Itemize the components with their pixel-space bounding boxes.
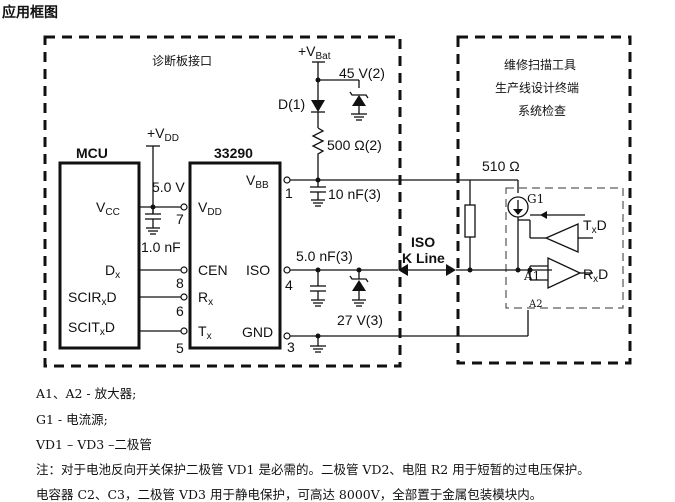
mcu-pin-dx: Dx	[105, 262, 120, 281]
note-amplifiers: A1、A2 - 放大器;	[36, 386, 137, 401]
mcu-pin-scirxd: SCIRxD	[68, 289, 117, 308]
ic-pin-tx: Tx	[198, 323, 212, 342]
amplifier-tx	[518, 219, 593, 253]
signal-wires	[139, 206, 184, 332]
capacitor-10nf-label: 10 nF(3)	[328, 186, 381, 202]
resistor-510-ohm	[464, 179, 519, 270]
page-title: 应用框图	[2, 5, 58, 21]
tester-box	[456, 35, 632, 365]
txd-label: TxD	[583, 217, 607, 236]
vdd-voltage-label: 5.0 V	[152, 179, 185, 195]
tester-inner-box	[505, 187, 624, 309]
vdd-supply-label: +VDD	[147, 125, 179, 144]
diode-d1-label: D(1)	[278, 96, 305, 112]
ic-pin-cen: CEN	[198, 262, 228, 278]
ic-title: 33290	[214, 145, 253, 161]
pin-number-4: 4	[285, 277, 293, 293]
zener-diode-27v	[349, 270, 369, 307]
ic-pin-vdd: VDD	[198, 199, 222, 218]
note-diodes: VD1 – VD3 –二极管	[36, 437, 152, 452]
note-protection-1: 注：对于电池反向开关保护二极管 VD1 是必需的。二极管 VD2、电阻 R2 用…	[36, 462, 590, 477]
capacitor-10nf	[310, 180, 326, 207]
ic-pin-rx: Rx	[198, 289, 213, 308]
capacitor-5nf-label: 5.0 nF(3)	[296, 248, 353, 264]
pin-number-1: 1	[285, 185, 293, 201]
mcu-block	[58, 161, 141, 350]
pin-markers	[180, 176, 291, 340]
gnd-line	[290, 310, 529, 353]
feedback-arrow	[530, 211, 585, 219]
tester-label-line2: 生产线设计终端	[495, 80, 579, 95]
kline-label: K Line	[402, 250, 445, 266]
vbb-line	[290, 164, 470, 181]
ic-33290-block	[188, 161, 282, 350]
note-protection-2: 电容器 C2、C3，二极管 VD3 用于静电保护，可高达 8000V，全部置于金…	[36, 487, 543, 502]
resistor-510-label: 510 Ω	[482, 158, 520, 174]
amplifier-a1	[527, 256, 593, 290]
zener-45v-label: 45 V(2)	[339, 65, 385, 81]
a1-label: A1	[523, 269, 540, 283]
vbat-supply-label: +VBat	[298, 43, 331, 62]
pin-number-7: 7	[176, 211, 184, 227]
diagnostic-interface-label: 诊断板接口	[152, 53, 212, 68]
note-current-source: G1 - 电流源;	[36, 412, 108, 427]
capacitor-5nf	[310, 270, 326, 307]
decoupling-capacitor-1nf	[145, 207, 161, 235]
resistor-500-ohm	[311, 127, 325, 164]
resistor-500-label: 500 Ω(2)	[327, 137, 382, 153]
pin-number-3: 3	[287, 339, 295, 355]
current-source-g1	[507, 196, 529, 270]
ic-pin-gnd: GND	[242, 324, 273, 340]
tester-label-line3: 系统检查	[518, 103, 566, 118]
mcu-pin-vcc: VCC	[96, 199, 120, 218]
mcu-pin-scitxd: SCITxD	[68, 319, 115, 338]
zener-27v-label: 27 V(3)	[337, 312, 383, 328]
a2-label: A2	[528, 299, 543, 310]
diode-d1	[311, 100, 325, 128]
pin-number-5: 5	[176, 340, 184, 356]
tester-label-line1: 维修扫描工具	[504, 57, 576, 72]
ic-pin-vbb: VBB	[246, 172, 269, 191]
g1-label: G1	[527, 192, 544, 206]
rxd-label: RxD	[583, 266, 608, 285]
junction-dots	[150, 77, 521, 339]
zener-diode-45v	[349, 91, 369, 121]
iso-connector-arrows	[398, 264, 456, 276]
pin-number-6: 6	[176, 303, 184, 319]
capacitor-1nf-label: 1.0 nF	[141, 239, 181, 255]
mcu-title: MCU	[76, 145, 108, 161]
ic-pin-iso: ISO	[246, 262, 270, 278]
vdd-supply-rail	[146, 145, 160, 214]
pin-number-8: 8	[176, 275, 184, 291]
diagnostic-interface-box	[43, 35, 402, 368]
iso-label: ISO	[411, 234, 435, 250]
